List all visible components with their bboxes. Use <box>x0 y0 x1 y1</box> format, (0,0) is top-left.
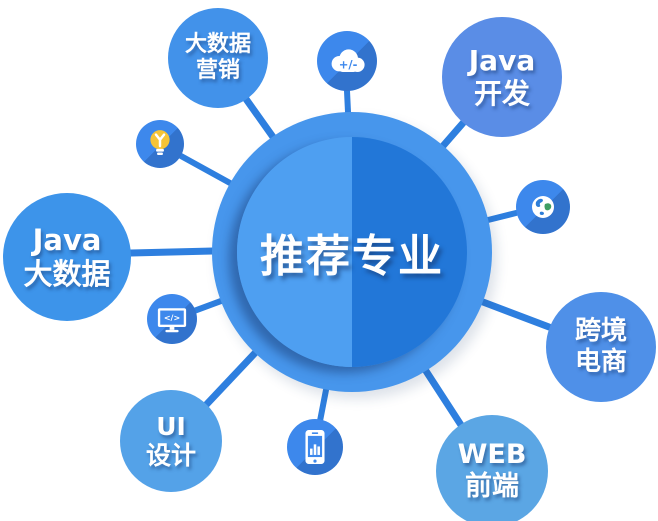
svg-text:</>: </> <box>164 313 180 322</box>
mobile-analytics-bubble <box>287 419 343 475</box>
node-java-development[interactable]: Java 开发 <box>442 17 562 137</box>
center-hub-label: 推荐专业 <box>260 231 444 282</box>
node-label-line1: 跨境 <box>574 316 627 347</box>
svg-text:+/-: +/- <box>339 57 358 71</box>
lightbulb-icon <box>150 130 170 155</box>
node-label-line1: UI <box>156 411 186 441</box>
node-label-line2: 电商 <box>574 347 627 377</box>
center-hub-ring: 推荐专业 <box>212 112 492 392</box>
cloud-bubble: +/- <box>317 31 377 91</box>
node-label-line1: 大数据 <box>184 32 251 58</box>
code-bubble: </> <box>147 294 197 344</box>
node-label-line2: 前端 <box>465 471 519 502</box>
node-label-line1: Java <box>32 222 102 257</box>
node-label-line2: 设计 <box>145 441 196 470</box>
code-monitor-icon: </> <box>157 307 187 332</box>
center-hub-disc: 推荐专业 <box>237 137 467 367</box>
node-big-data-marketing[interactable]: 大数据 营销 <box>168 8 268 108</box>
node-java-big-data[interactable]: Java 大数据 <box>3 193 131 321</box>
phone-chart-icon <box>305 430 325 464</box>
globe-bubble <box>516 180 570 234</box>
node-label-line2: 开发 <box>473 77 530 110</box>
idea-bubble <box>136 120 184 168</box>
node-cross-border-ecommerce[interactable]: 跨境 电商 <box>546 292 656 402</box>
node-label-line1: WEB <box>457 439 527 471</box>
node-label-line2: 营销 <box>195 58 240 83</box>
cloud-plus-minus-icon: +/- <box>331 48 365 72</box>
node-ui-design[interactable]: UI 设计 <box>120 390 222 492</box>
globe-icon <box>532 196 554 218</box>
node-web-frontend[interactable]: WEB 前端 <box>436 415 548 521</box>
node-label-line1: Java <box>468 43 536 77</box>
node-label-line2: 大数据 <box>23 257 111 291</box>
